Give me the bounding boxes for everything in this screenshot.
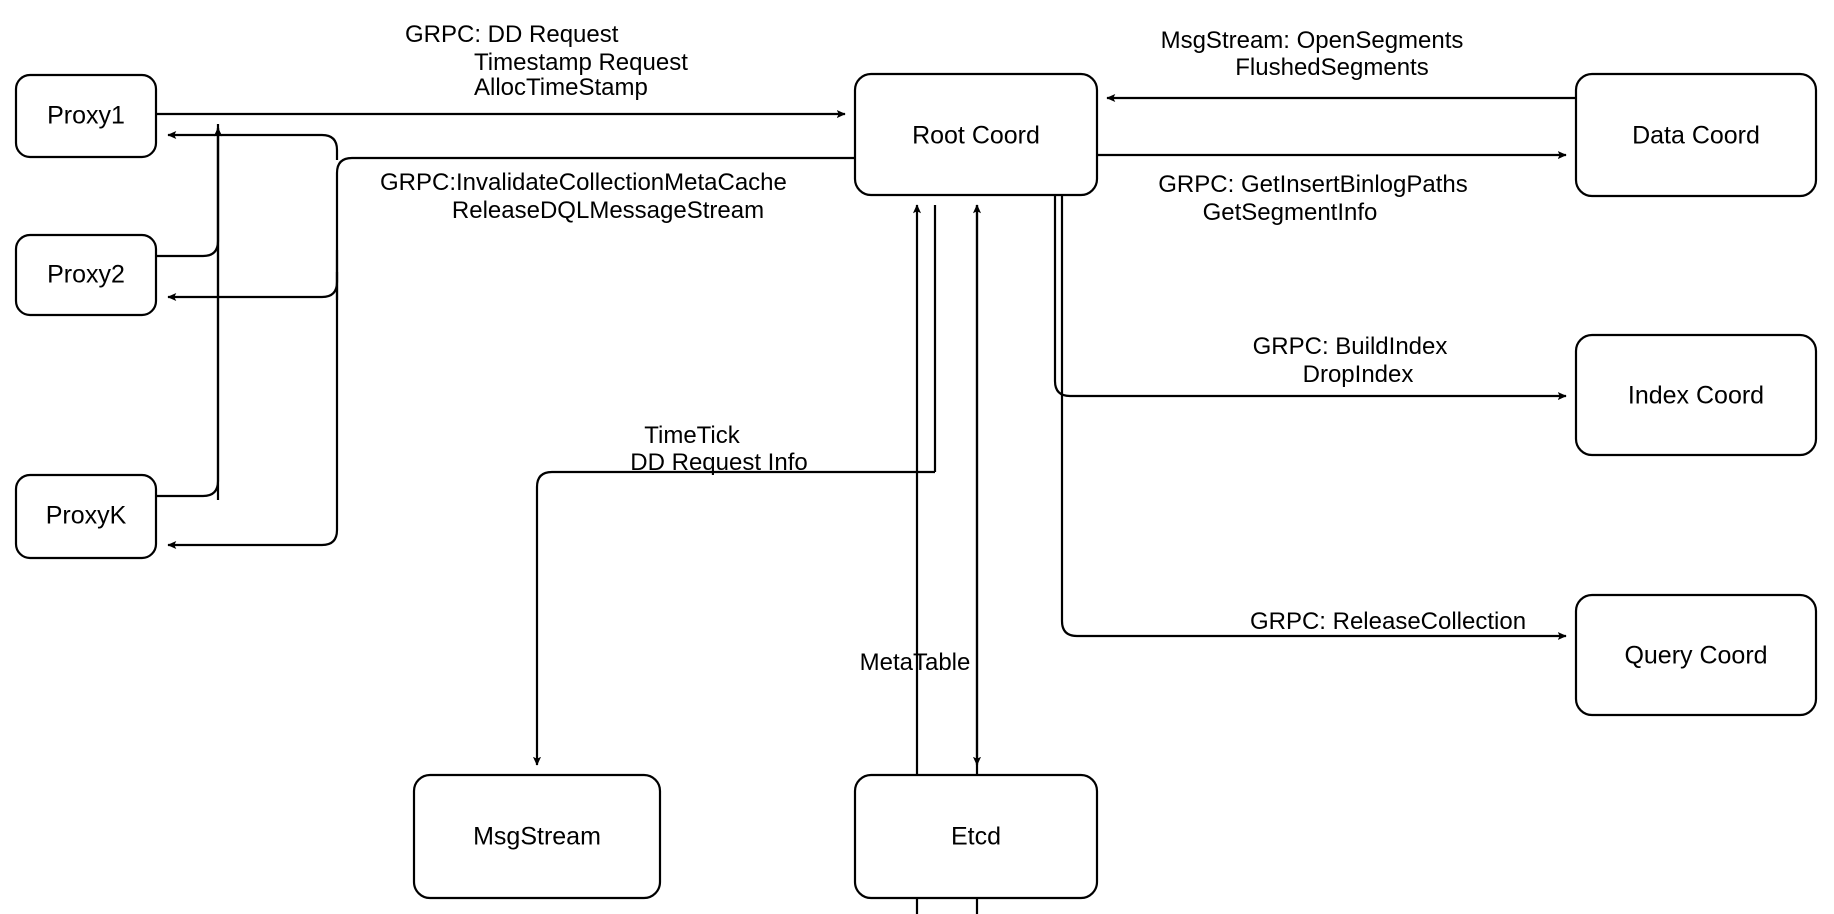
edge-rootcoord-to-proxy-trunk (167, 156, 855, 550)
edge-rootcoord-to-proxy2 (167, 272, 339, 302)
node-datacoord-box (1574, 72, 1818, 198)
edge-label-rootcoord-to-msgstream: TimeTick DD Request Info (630, 422, 807, 476)
edge-label-proxy-to-rootcoord-line3: AllocTimeStamp (474, 74, 648, 101)
node-msgstream[interactable]: MsgStream (412, 773, 662, 900)
edge-proxy2-to-trunk (156, 127, 223, 258)
node-proxy1-label: Proxy1 (47, 102, 125, 130)
node-querycoord[interactable]: Query Coord (1574, 593, 1818, 717)
edge-label-rootcoord-to-proxies: GRPC:InvalidateCollectionMetaCache Relea… (380, 169, 787, 224)
edge-label-proxy-to-rootcoord-line2: Timestamp Request (474, 49, 688, 76)
node-rootcoord[interactable]: Root Coord (853, 72, 1099, 197)
edge-label-rootcoord-to-etcd: MetaTable (860, 649, 971, 676)
node-rootcoord-label: Root Coord (912, 122, 1040, 150)
node-proxy1-box (14, 73, 158, 159)
node-etcd-label: Etcd (951, 823, 1001, 851)
edge-rootcoord-to-indexcoord (1053, 195, 1567, 401)
edge-label-proxy-to-rootcoord-line1: GRPC: DD Request (405, 21, 619, 48)
edge-label-datacoord-to-rootcoord-line1: MsgStream: OpenSegments (1161, 27, 1464, 54)
node-indexcoord-box (1574, 333, 1818, 457)
node-querycoord-label: Query Coord (1624, 642, 1767, 670)
edge-label-rootcoord-to-datacoord-line1: GRPC: GetInsertBinlogPaths (1158, 171, 1467, 198)
node-datacoord-label: Data Coord (1632, 122, 1760, 150)
edge-label-rootcoord-to-querycoord: GRPC: ReleaseCollection (1250, 608, 1526, 635)
edge-label-rootcoord-to-datacoord-line2: GetSegmentInfo (1203, 199, 1378, 226)
node-indexcoord[interactable]: Index Coord (1574, 333, 1818, 457)
edge-label-rootcoord-to-msgstream-line1: TimeTick (644, 422, 741, 449)
node-proxyk-box (14, 473, 158, 560)
node-querycoord-box (1574, 593, 1818, 717)
edge-label-rootcoord-to-querycoord-line1: GRPC: ReleaseCollection (1250, 608, 1526, 635)
edge-label-rootcoord-to-indexcoord-line2: DropIndex (1303, 361, 1414, 388)
node-proxy2-box (14, 233, 158, 317)
edge-label-rootcoord-to-msgstream-line2: DD Request Info (630, 449, 807, 476)
node-proxy2-label: Proxy2 (47, 261, 125, 289)
node-proxy1[interactable]: Proxy1 (14, 73, 158, 159)
edge-rootcoord-to-querycoord (1060, 195, 1567, 641)
node-proxyk[interactable]: ProxyK (14, 473, 158, 560)
node-indexcoord-label: Index Coord (1628, 382, 1764, 410)
edge-label-rootcoord-to-indexcoord: GRPC: BuildIndex DropIndex (1253, 333, 1448, 388)
node-msgstream-label: MsgStream (473, 823, 601, 851)
edge-label-rootcoord-to-etcd-line1: MetaTable (860, 649, 971, 676)
node-etcd[interactable]: Etcd (853, 773, 1099, 900)
node-etcd-box (853, 773, 1099, 900)
node-msgstream-box (412, 773, 662, 900)
edge-label-proxy-to-rootcoord: GRPC: DD Request Timestamp Request Alloc… (405, 21, 688, 101)
edge-rootcoord-to-msgstream (532, 470, 935, 766)
node-rootcoord-box (853, 72, 1099, 197)
edge-label-rootcoord-to-indexcoord-line1: GRPC: BuildIndex (1253, 333, 1448, 360)
edge-label-rootcoord-to-datacoord: GRPC: GetInsertBinlogPaths GetSegmentInf… (1158, 171, 1467, 226)
edge-label-datacoord-to-rootcoord: MsgStream: OpenSegments FlushedSegments (1161, 27, 1464, 81)
edge-rootcoord-to-proxy1 (167, 130, 339, 160)
node-proxy2[interactable]: Proxy2 (14, 233, 158, 317)
edge-label-rootcoord-to-proxies-line2: ReleaseDQLMessageStream (452, 197, 764, 224)
edge-proxyk-to-trunk (156, 127, 223, 498)
edge-label-rootcoord-to-proxies-line1: GRPC:InvalidateCollectionMetaCache (380, 169, 787, 196)
edge-label-datacoord-to-rootcoord-line2: FlushedSegments (1235, 54, 1428, 81)
node-datacoord[interactable]: Data Coord (1574, 72, 1818, 198)
node-proxyk-label: ProxyK (46, 502, 127, 530)
